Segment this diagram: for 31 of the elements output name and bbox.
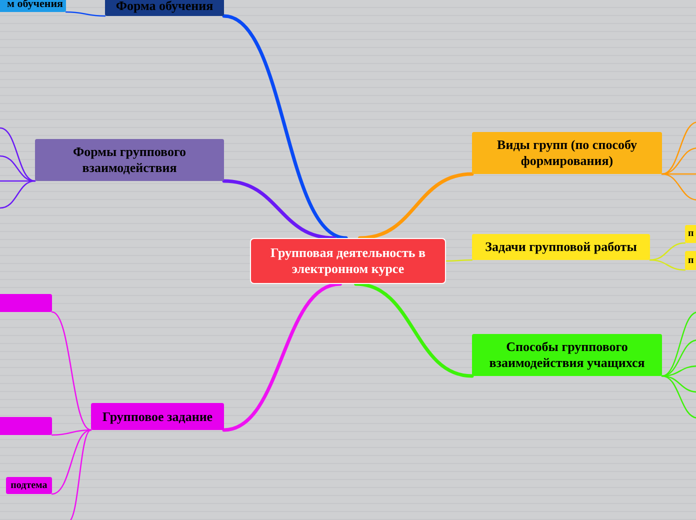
branch-line bbox=[51, 429, 92, 495]
branch-line bbox=[649, 259, 686, 271]
branch-line bbox=[222, 14, 348, 240]
topic-box bbox=[0, 294, 52, 312]
branch-line bbox=[358, 172, 474, 240]
central-topic-box: Групповая деятельность в электронном курсе bbox=[250, 238, 446, 284]
topic-box: Форма обучения bbox=[105, 0, 224, 16]
branch-line bbox=[661, 339, 696, 377]
branch-line bbox=[661, 147, 696, 175]
topic-box: Задачи групповой работы bbox=[472, 234, 650, 260]
branch-line bbox=[661, 173, 696, 201]
branch-line bbox=[51, 311, 92, 431]
branch-line bbox=[354, 282, 474, 378]
topic-box: подтема bbox=[6, 477, 52, 494]
topic-box: Способы группового взаимодействия учащихся bbox=[472, 334, 662, 376]
topic-box: Формы группового взаимодействия bbox=[35, 139, 224, 181]
branch-line bbox=[67, 429, 92, 520]
branch-line bbox=[0, 155, 36, 182]
branch-line bbox=[0, 180, 36, 209]
branch-line bbox=[222, 282, 342, 432]
topic-box: м обучения bbox=[0, 0, 66, 12]
topic-box bbox=[0, 417, 52, 435]
branch-line bbox=[445, 259, 473, 262]
branch-line bbox=[65, 11, 106, 17]
topic-box: п bbox=[685, 225, 696, 243]
topic-box: Виды групп (по способу формирования) bbox=[472, 132, 662, 174]
branch-line bbox=[649, 242, 686, 261]
branch-line bbox=[222, 179, 336, 240]
branch-line bbox=[661, 375, 696, 419]
topic-box: п bbox=[685, 251, 696, 270]
topic-box: Групповое задание bbox=[91, 403, 224, 430]
